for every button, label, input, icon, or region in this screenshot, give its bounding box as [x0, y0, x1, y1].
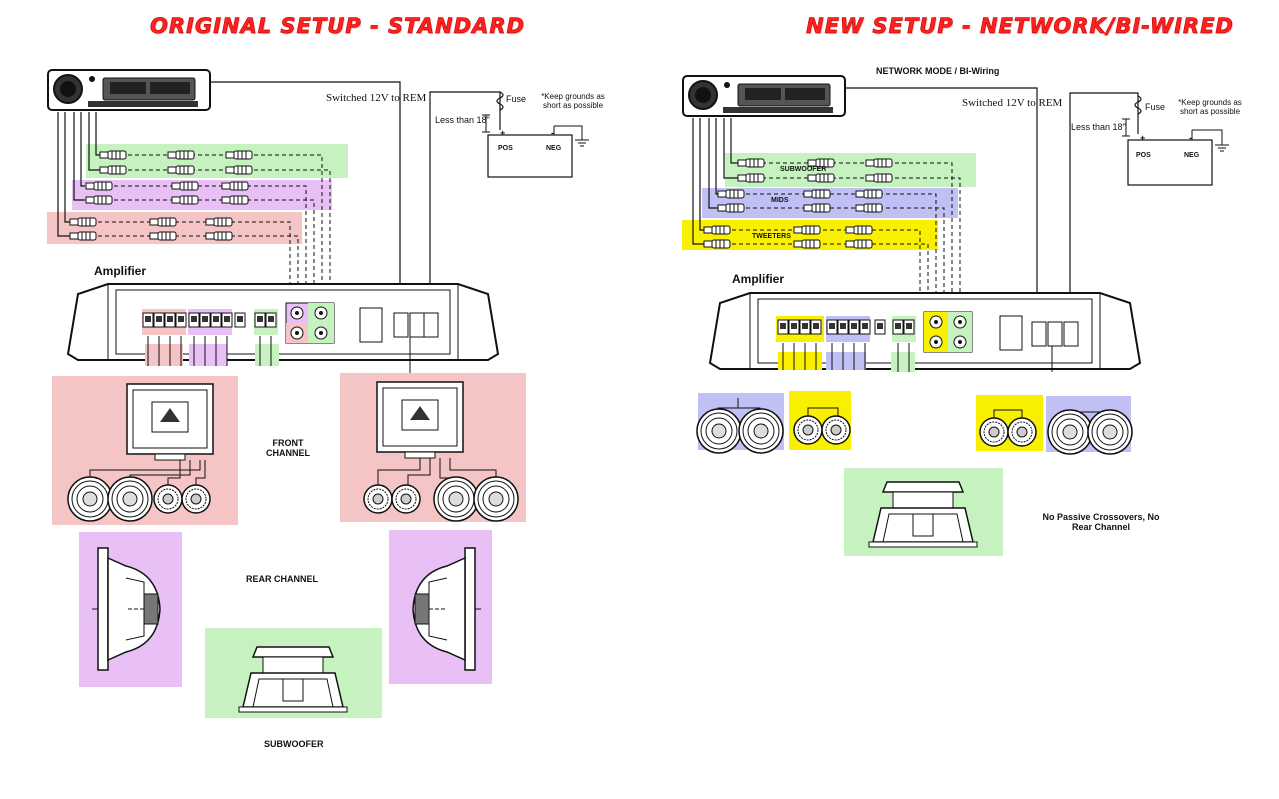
woofer-icon [1047, 409, 1093, 455]
left-battery-minus: - [551, 128, 554, 138]
right-remote-label: Switched 12V to REM [962, 97, 1063, 109]
right-battery-minus: - [1189, 133, 1192, 143]
fuse-icon [496, 91, 504, 111]
woofer-icon [67, 476, 113, 522]
tweeter-icon [821, 415, 851, 445]
rca-tweeters-label: TWEETERS [752, 233, 791, 240]
left-battery-neg: NEG [546, 145, 562, 152]
right-grounds-note: *Keep grounds as short as possible [1178, 98, 1242, 116]
tweeter-icon [363, 484, 393, 514]
head-unit-icon [47, 69, 211, 111]
woofer-icon [696, 408, 742, 454]
left-panel [47, 69, 589, 718]
crossover-icon [376, 381, 464, 459]
right-amplifier-label: Amplifier [732, 272, 785, 286]
left-rca-rear-highlight [72, 180, 332, 210]
subwoofer-icon [868, 481, 978, 548]
rca-subwoofer-label: SUBWOOFER [780, 166, 827, 173]
subwoofer-label: SUBWOOFER [264, 739, 324, 749]
right-panel [682, 75, 1229, 556]
subwoofer-icon [238, 646, 348, 713]
left-distance-label: Less than 18" [435, 115, 490, 125]
rear-channel-label: REAR CHANNEL [246, 574, 318, 584]
ground-icon [575, 139, 589, 147]
left-panel-title: ORIGINAL SETUP - STANDARD [150, 14, 525, 39]
crossover-icon [126, 383, 214, 461]
woofer-icon [433, 476, 479, 522]
right-battery-plus: + [1140, 133, 1146, 143]
right-rca-sub-highlight [725, 153, 976, 187]
right-panel-title: NEW SETUP - NETWORK/BI-WIRED [806, 14, 1234, 39]
ground-icon [1215, 144, 1229, 152]
left-remote-label: Switched 12V to REM [326, 92, 427, 104]
tweeter-icon [391, 484, 421, 514]
right-fuse-label: Fuse [1145, 102, 1166, 112]
left-battery-pos: POS [498, 145, 513, 152]
left-battery-plus: + [500, 128, 506, 138]
left-grounds-note: *Keep grounds as short as possible [541, 92, 605, 110]
right-battery-neg: NEG [1184, 152, 1200, 159]
woofer-icon [107, 476, 153, 522]
rca-mids-label: MIDS [771, 197, 789, 204]
head-unit-icon [682, 75, 846, 117]
tweeter-icon [181, 484, 211, 514]
battery-icon [1127, 139, 1213, 186]
woofer-icon [1087, 409, 1133, 455]
left-amp-terminal-block [142, 312, 277, 328]
fuse-icon [1134, 95, 1142, 115]
tweeter-icon [793, 415, 823, 445]
network-note: No Passive Crossovers, No Rear Channel [1042, 512, 1160, 532]
tweeter-icon [1007, 417, 1037, 447]
woofer-icon [473, 476, 519, 522]
woofer-icon [738, 408, 784, 454]
left-rca-sub-highlight [86, 144, 348, 178]
right-battery-pos: POS [1136, 152, 1151, 159]
right-amp-terminal-block [777, 319, 915, 335]
left-fuse-label: Fuse [506, 94, 527, 104]
tweeter-icon [153, 484, 183, 514]
right-distance-label: Less than 18" [1071, 122, 1126, 132]
front-channel-label: FRONT CHANNEL [266, 438, 310, 458]
tweeter-icon [979, 417, 1009, 447]
left-amplifier-label: Amplifier [94, 264, 147, 278]
battery-icon [487, 134, 573, 178]
network-mode-label: NETWORK MODE / BI-Wiring [876, 66, 1000, 76]
